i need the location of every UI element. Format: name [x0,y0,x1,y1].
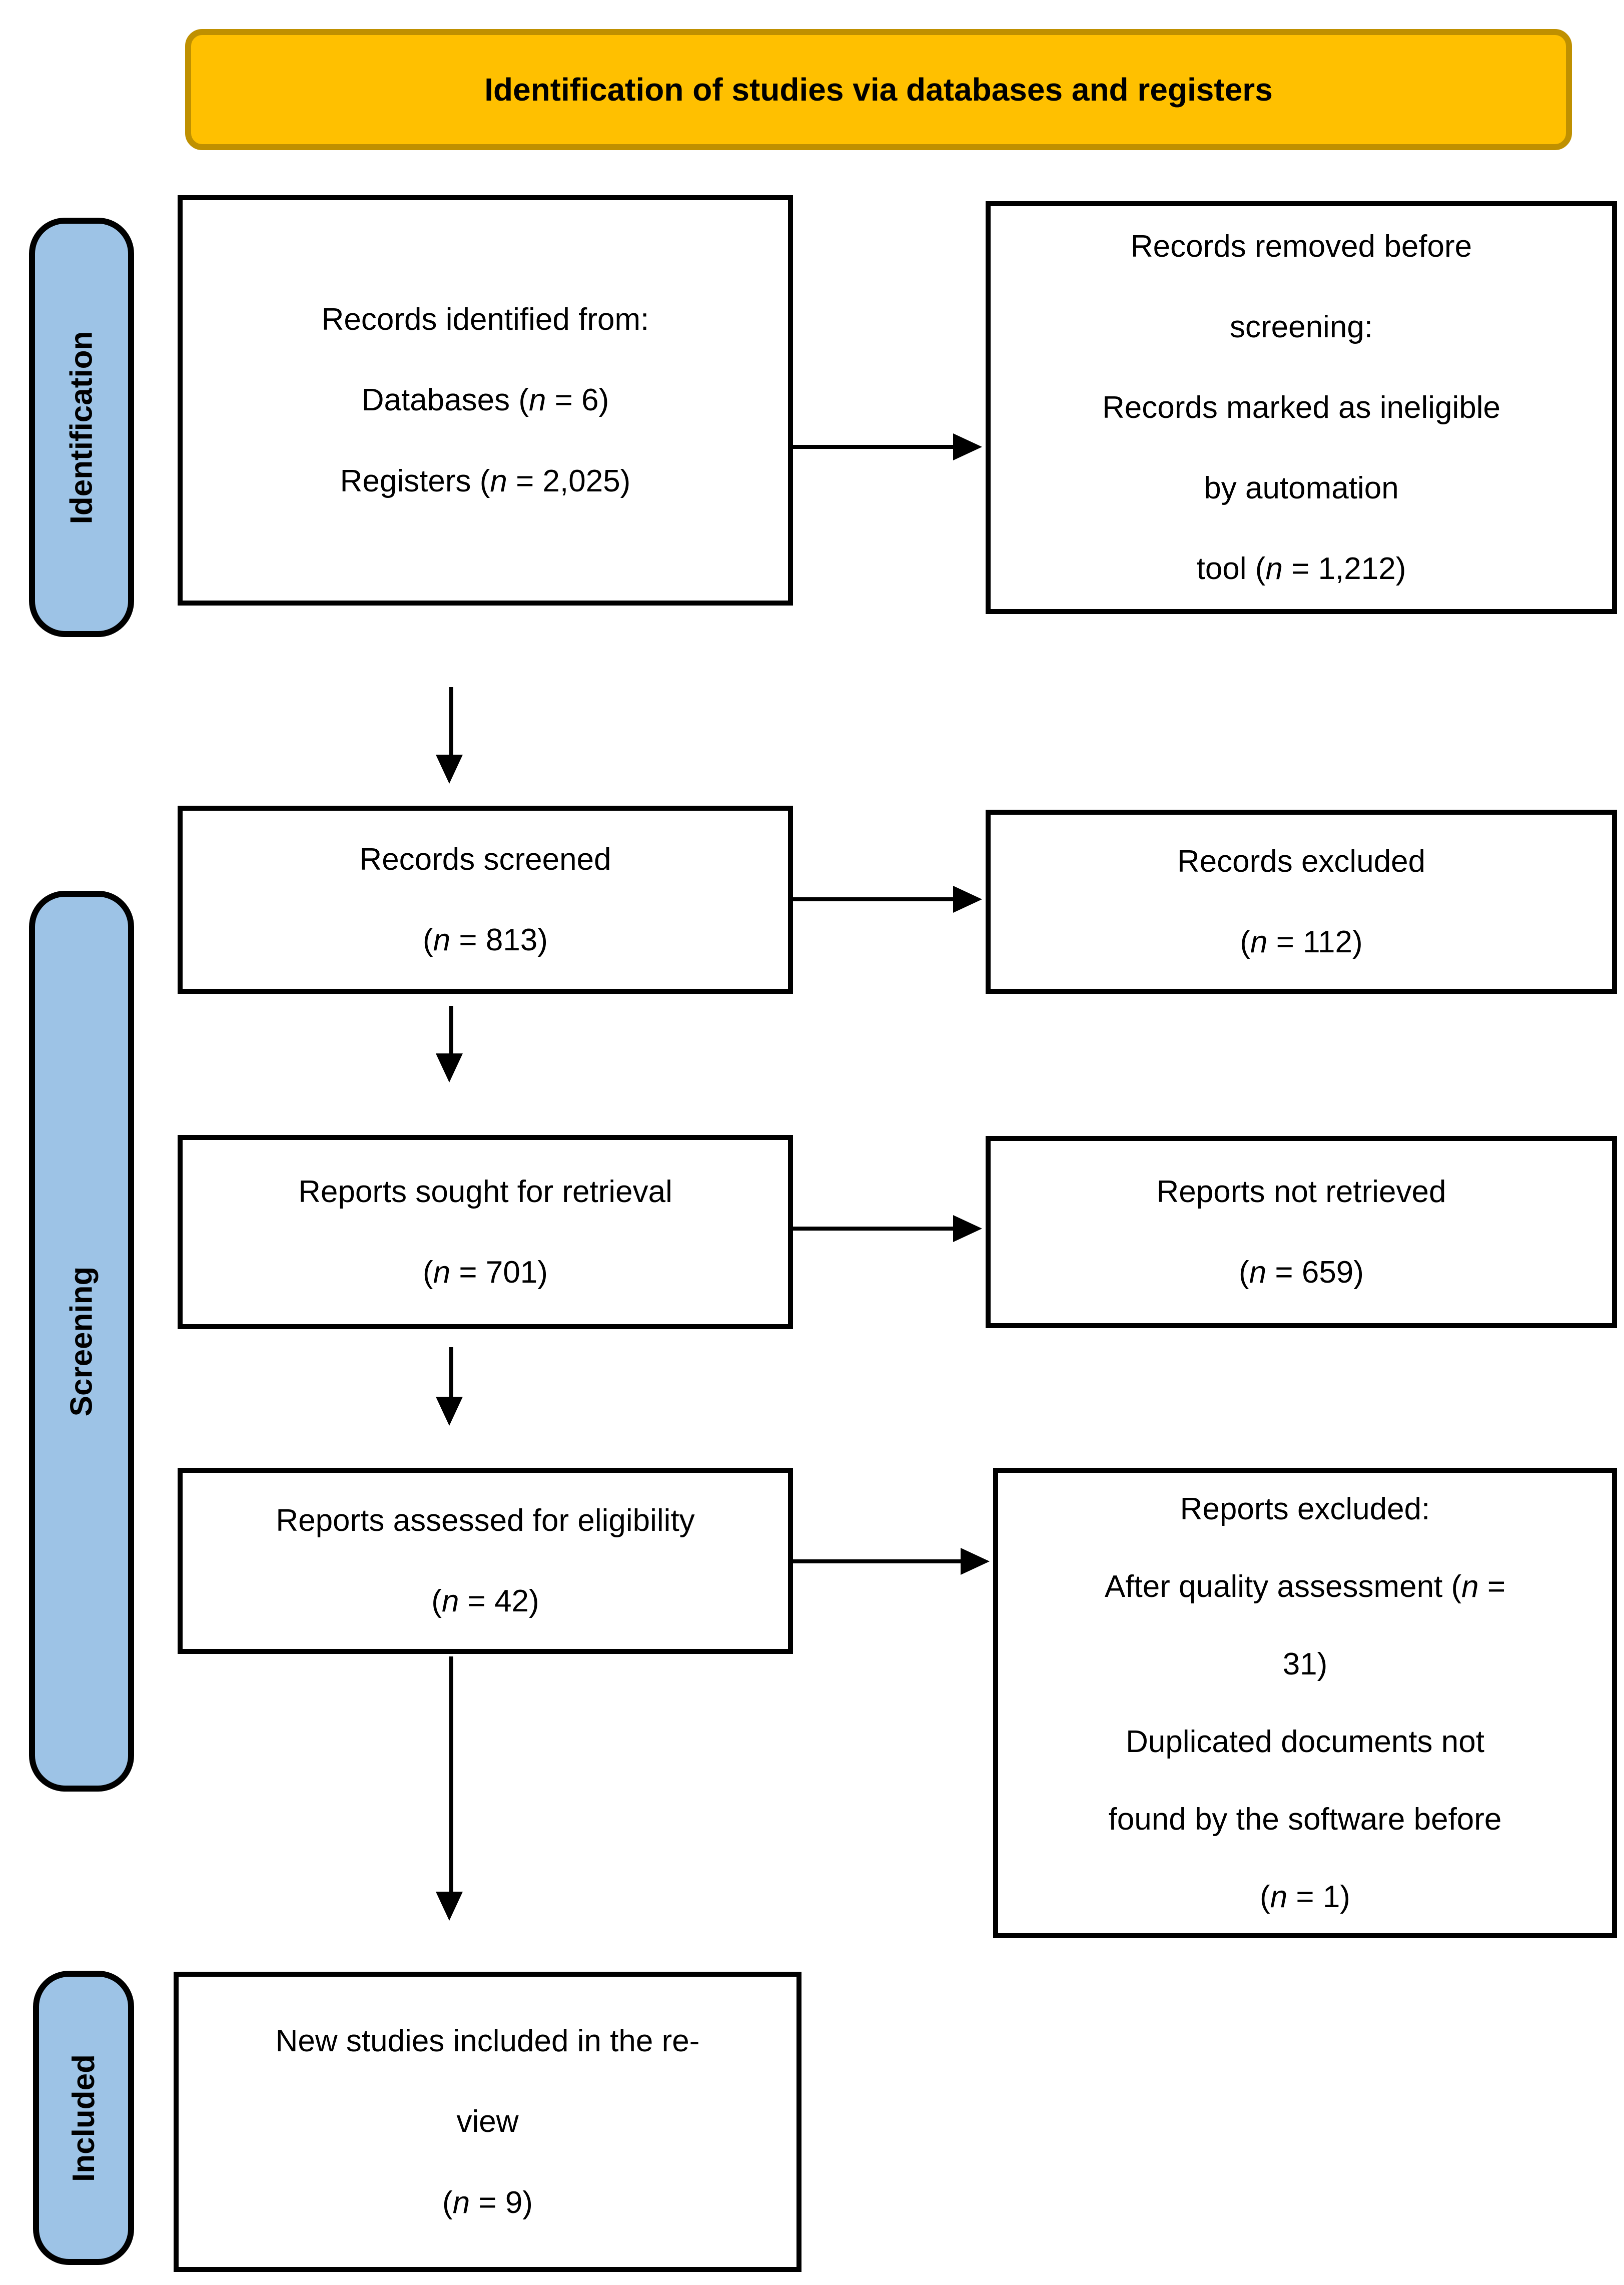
text-line: Databases (n = 6) [361,383,609,418]
box-records-identified: Records identified from: Databases (n = 6… [178,195,793,606]
text-line: 31) [1282,1647,1328,1681]
text-line: found by the software before [1108,1802,1502,1837]
arrow-screened-to-sought-line [449,1006,453,1055]
text-line: Reports sought for retrieval [298,1174,672,1209]
stage-label-included: Included [33,1971,134,2265]
arrow-identified-to-removed-line [793,445,954,449]
stage-label-identification-text: Identification [64,331,99,524]
arrow-sought-to-not-retrieved-line [793,1227,954,1231]
box-reports-excluded: Reports excluded: After quality assessmen… [993,1468,1617,1938]
box-records-excluded: Records excluded (n = 112) [986,810,1617,994]
text-line: view [456,2104,519,2139]
stage-label-screening-text: Screening [64,1266,99,1416]
text-line: After quality assessment (n = [1104,1569,1506,1604]
text-line: (n = 701) [423,1255,548,1290]
arrow-screened-to-excluded-head [953,886,982,913]
arrow-identified-to-removed-head [953,433,982,460]
header-title: Identification of studies via databases … [484,72,1273,108]
text-line: (n = 813) [423,923,548,957]
arrow-identified-to-screened-line [449,687,453,756]
arrow-identified-to-screened-head [436,755,463,784]
box-reports-sought: Reports sought for retrieval (n = 701) [178,1135,793,1329]
text-line: Registers (n = 2,025) [340,463,631,498]
arrow-assessed-to-included-head [436,1892,463,1921]
text-line: screening: [1229,309,1373,344]
text-line: Records removed before [1130,229,1472,264]
box-records-screened: Records screened (n = 813) [178,806,793,994]
text-line: tool (n = 1,212) [1196,551,1406,587]
text-line: Records screened [359,842,611,877]
box-new-studies-included: New studies included in the re-view (n = … [174,1972,801,2272]
arrow-screened-to-sought-head [436,1053,463,1082]
box-reports-not-retrieved: Reports not retrieved (n = 659) [986,1136,1617,1328]
text-line: (n = 659) [1239,1255,1364,1290]
box-reports-assessed: Reports assessed for eligibility (n = 42) [178,1468,793,1654]
arrow-screened-to-excluded-line [793,897,954,901]
arrow-assessed-to-included-line [449,1656,453,1893]
header-banner: Identification of studies via databases … [185,29,1572,150]
text-line: (n = 42) [431,1584,539,1618]
text-line: Records identified from: [321,302,649,337]
text-line: by automation [1204,471,1399,506]
text-line: Records marked as ineligible [1102,390,1501,425]
stage-label-identification: Identification [29,218,134,637]
arrow-sought-to-not-retrieved-head [953,1215,982,1242]
text-line: Reports assessed for eligibility [276,1503,695,1538]
text-line: Reports excluded: [1180,1492,1430,1526]
arrow-assessed-to-excluded-line [793,1559,962,1563]
text-line: (n = 112) [1240,925,1363,959]
arrow-sought-to-assessed-head [436,1397,463,1426]
box-records-removed: Records removed before screening: Records … [986,201,1617,614]
stage-label-screening: Screening [29,891,134,1792]
stage-label-included-text: Included [66,2054,101,2182]
text-line: (n = 9) [442,2185,533,2220]
arrow-sought-to-assessed-line [449,1347,453,1398]
text-line: New studies included in the re- [275,2024,700,2059]
text-line: Reports not retrieved [1156,1174,1446,1209]
text-line: (n = 1) [1260,1880,1350,1914]
text-line: Duplicated documents not [1126,1725,1484,1759]
text-line: Records excluded [1177,844,1426,879]
arrow-assessed-to-excluded-head [961,1548,990,1575]
